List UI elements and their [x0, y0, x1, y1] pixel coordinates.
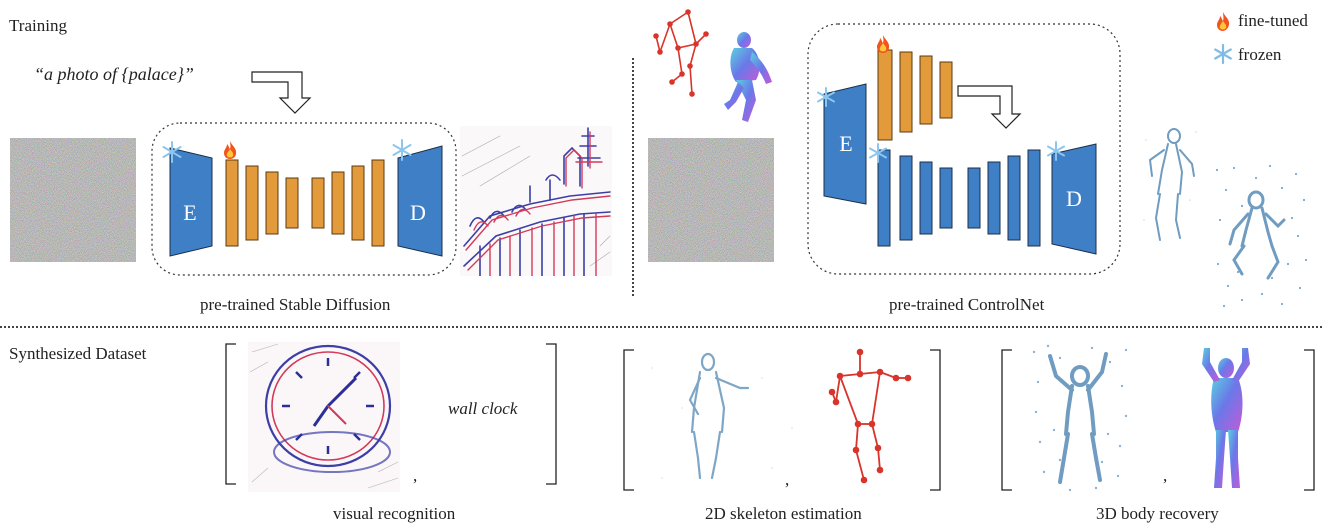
cn-encoder-block — [823, 83, 867, 205]
person-sketch-image — [651, 352, 793, 480]
noise-image-1 — [10, 138, 136, 262]
controlnet-arrow — [957, 85, 1022, 129]
cn-decoder-block — [1051, 143, 1097, 255]
controlnet-caption: pre-trained ControlNet — [889, 295, 1045, 314]
person-point-sketch-image — [1032, 344, 1128, 492]
comma-separator-3: , — [1163, 466, 1168, 485]
cn-trainable-layers — [877, 49, 953, 141]
visual-recognition-sample — [225, 342, 557, 492]
sd-unet-layers — [225, 159, 385, 247]
prompt-arrow — [251, 71, 312, 114]
bracket-right — [930, 349, 941, 491]
snowflake-icon — [1047, 141, 1065, 161]
fire-icon — [877, 35, 890, 53]
palace-sketch-image — [460, 126, 612, 276]
body-recovery-sample — [1001, 344, 1315, 492]
sd-encoder-label: E — [183, 200, 197, 225]
body-mesh-input — [724, 32, 772, 122]
wall-clock-image — [248, 342, 400, 492]
cn-decoder-label: D — [1066, 186, 1082, 211]
stable-diffusion-diagram — [151, 71, 457, 276]
sd-decoder-block — [397, 145, 443, 257]
bracket-right — [546, 343, 557, 485]
skeleton-annotation — [828, 348, 912, 484]
legend: fine-tuned frozen — [1212, 10, 1322, 70]
snowflake-icon — [392, 139, 412, 161]
generated-person-sketch-2 — [1215, 164, 1308, 308]
body-mesh-annotation — [1202, 348, 1250, 488]
sd-decoder-label: D — [410, 200, 426, 225]
training-section-label: Training — [9, 16, 67, 35]
bracket-left — [623, 349, 634, 491]
fire-icon — [224, 141, 237, 159]
skeleton-pose-input — [653, 9, 709, 97]
recognition-class-label: wall clock — [448, 399, 518, 418]
fire-icon — [1217, 12, 1230, 31]
snowflake-icon — [817, 87, 835, 107]
generated-person-sketch-1 — [1138, 120, 1204, 250]
snowflake-icon — [869, 143, 887, 163]
stable-diffusion-caption: pre-trained Stable Diffusion — [200, 295, 391, 314]
controlnet-diagram — [807, 23, 1121, 275]
vertical-separator — [632, 58, 634, 296]
skeleton-estimation-caption: 2D skeleton estimation — [705, 504, 862, 523]
visual-recognition-caption: visual recognition — [333, 504, 456, 523]
noise-image-2 — [648, 138, 774, 262]
snowflake-icon — [162, 141, 182, 163]
sd-encoder-block — [169, 147, 213, 257]
controlnet-box — [807, 23, 1121, 275]
body-recovery-caption: 3D body recovery — [1096, 504, 1219, 523]
bracket-left — [1001, 349, 1012, 491]
stable-diffusion-box — [151, 122, 457, 276]
horizontal-separator — [0, 326, 1322, 328]
legend-fine-tuned: fine-tuned — [1238, 11, 1308, 30]
skeleton-estimation-sample — [623, 348, 941, 491]
snowflake-icon — [1214, 44, 1232, 64]
legend-frozen: frozen — [1238, 45, 1282, 64]
comma-separator-1: , — [413, 466, 418, 485]
synthesized-dataset-label: Synthesized Dataset — [9, 344, 147, 363]
bracket-right — [1304, 349, 1315, 491]
text-prompt: “a photo of {palace}” — [34, 64, 194, 84]
comma-separator-2: , — [785, 470, 790, 489]
cn-frozen-layers — [877, 149, 1041, 247]
bracket-left — [225, 343, 236, 485]
cn-encoder-label: E — [839, 131, 853, 156]
